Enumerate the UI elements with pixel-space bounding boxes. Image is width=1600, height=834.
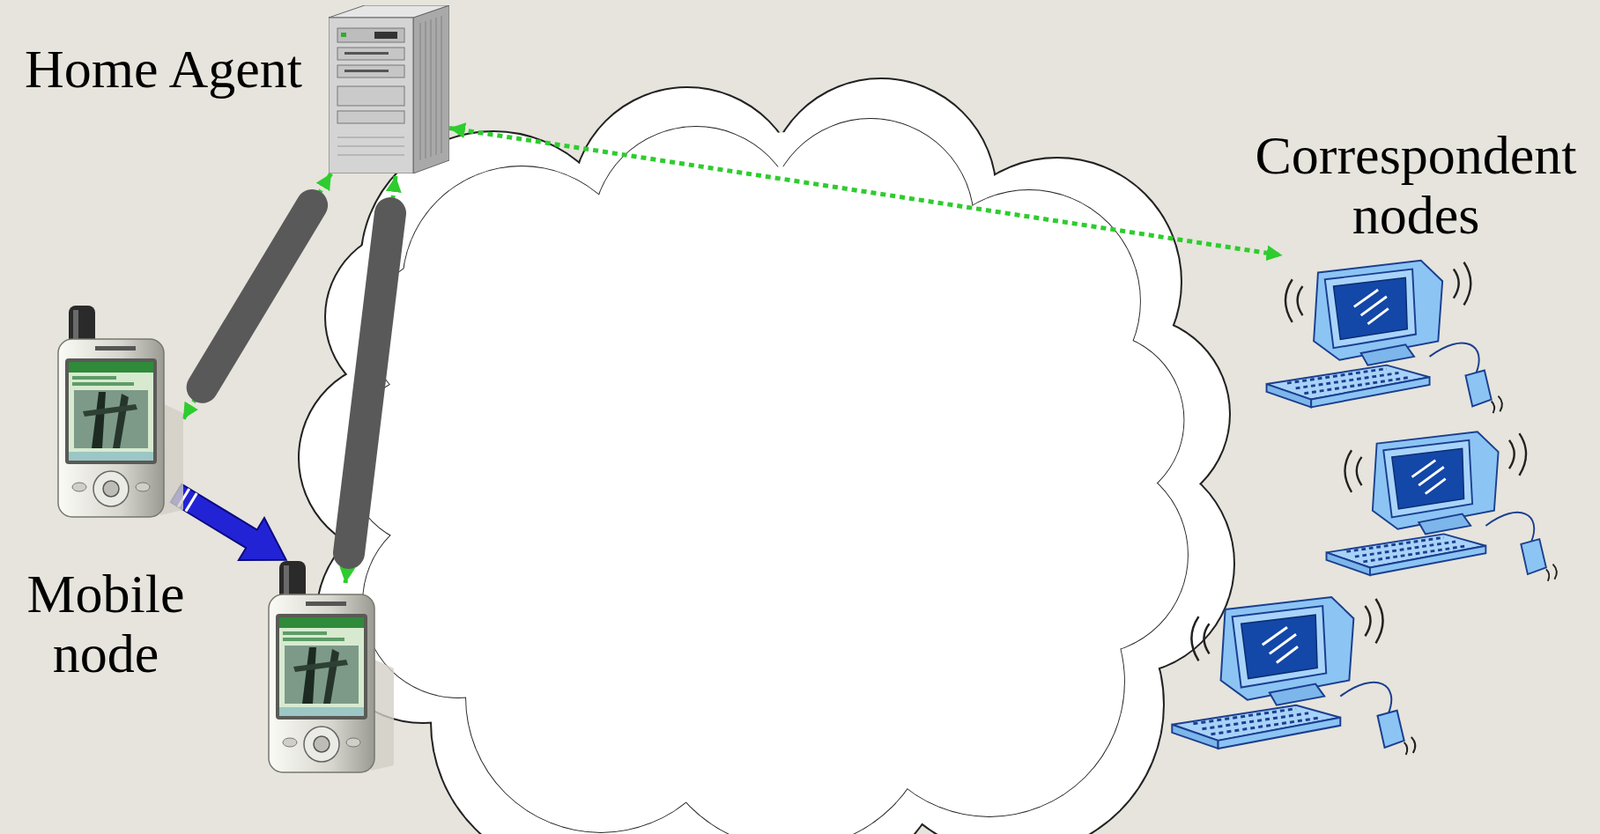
- computer-icon: [1254, 255, 1511, 419]
- correspondent-group: Correspondent nodes: [1162, 255, 1562, 761]
- node-label: Correspondent nodes: [1230, 125, 1600, 245]
- pda-phone: [268, 561, 394, 773]
- node-label: Home Agent: [24, 38, 303, 99]
- dotted-connector: [449, 127, 1283, 256]
- dotted-connector: [183, 173, 332, 420]
- pda-phone: [56, 305, 184, 520]
- tunnel-bar: [348, 213, 391, 554]
- server-icon: [328, 5, 450, 174]
- computer-icon: [1318, 422, 1562, 591]
- computer-icon: [1162, 592, 1421, 761]
- network-cloud: [299, 79, 1234, 834]
- home-agent-server: Home Agent: [328, 5, 450, 174]
- tunnel-arrow: [345, 176, 396, 584]
- tunnel-bar: [202, 205, 312, 388]
- mobile-node-device: Mobile node: [56, 305, 184, 520]
- node-label: Mobile node: [7, 563, 204, 684]
